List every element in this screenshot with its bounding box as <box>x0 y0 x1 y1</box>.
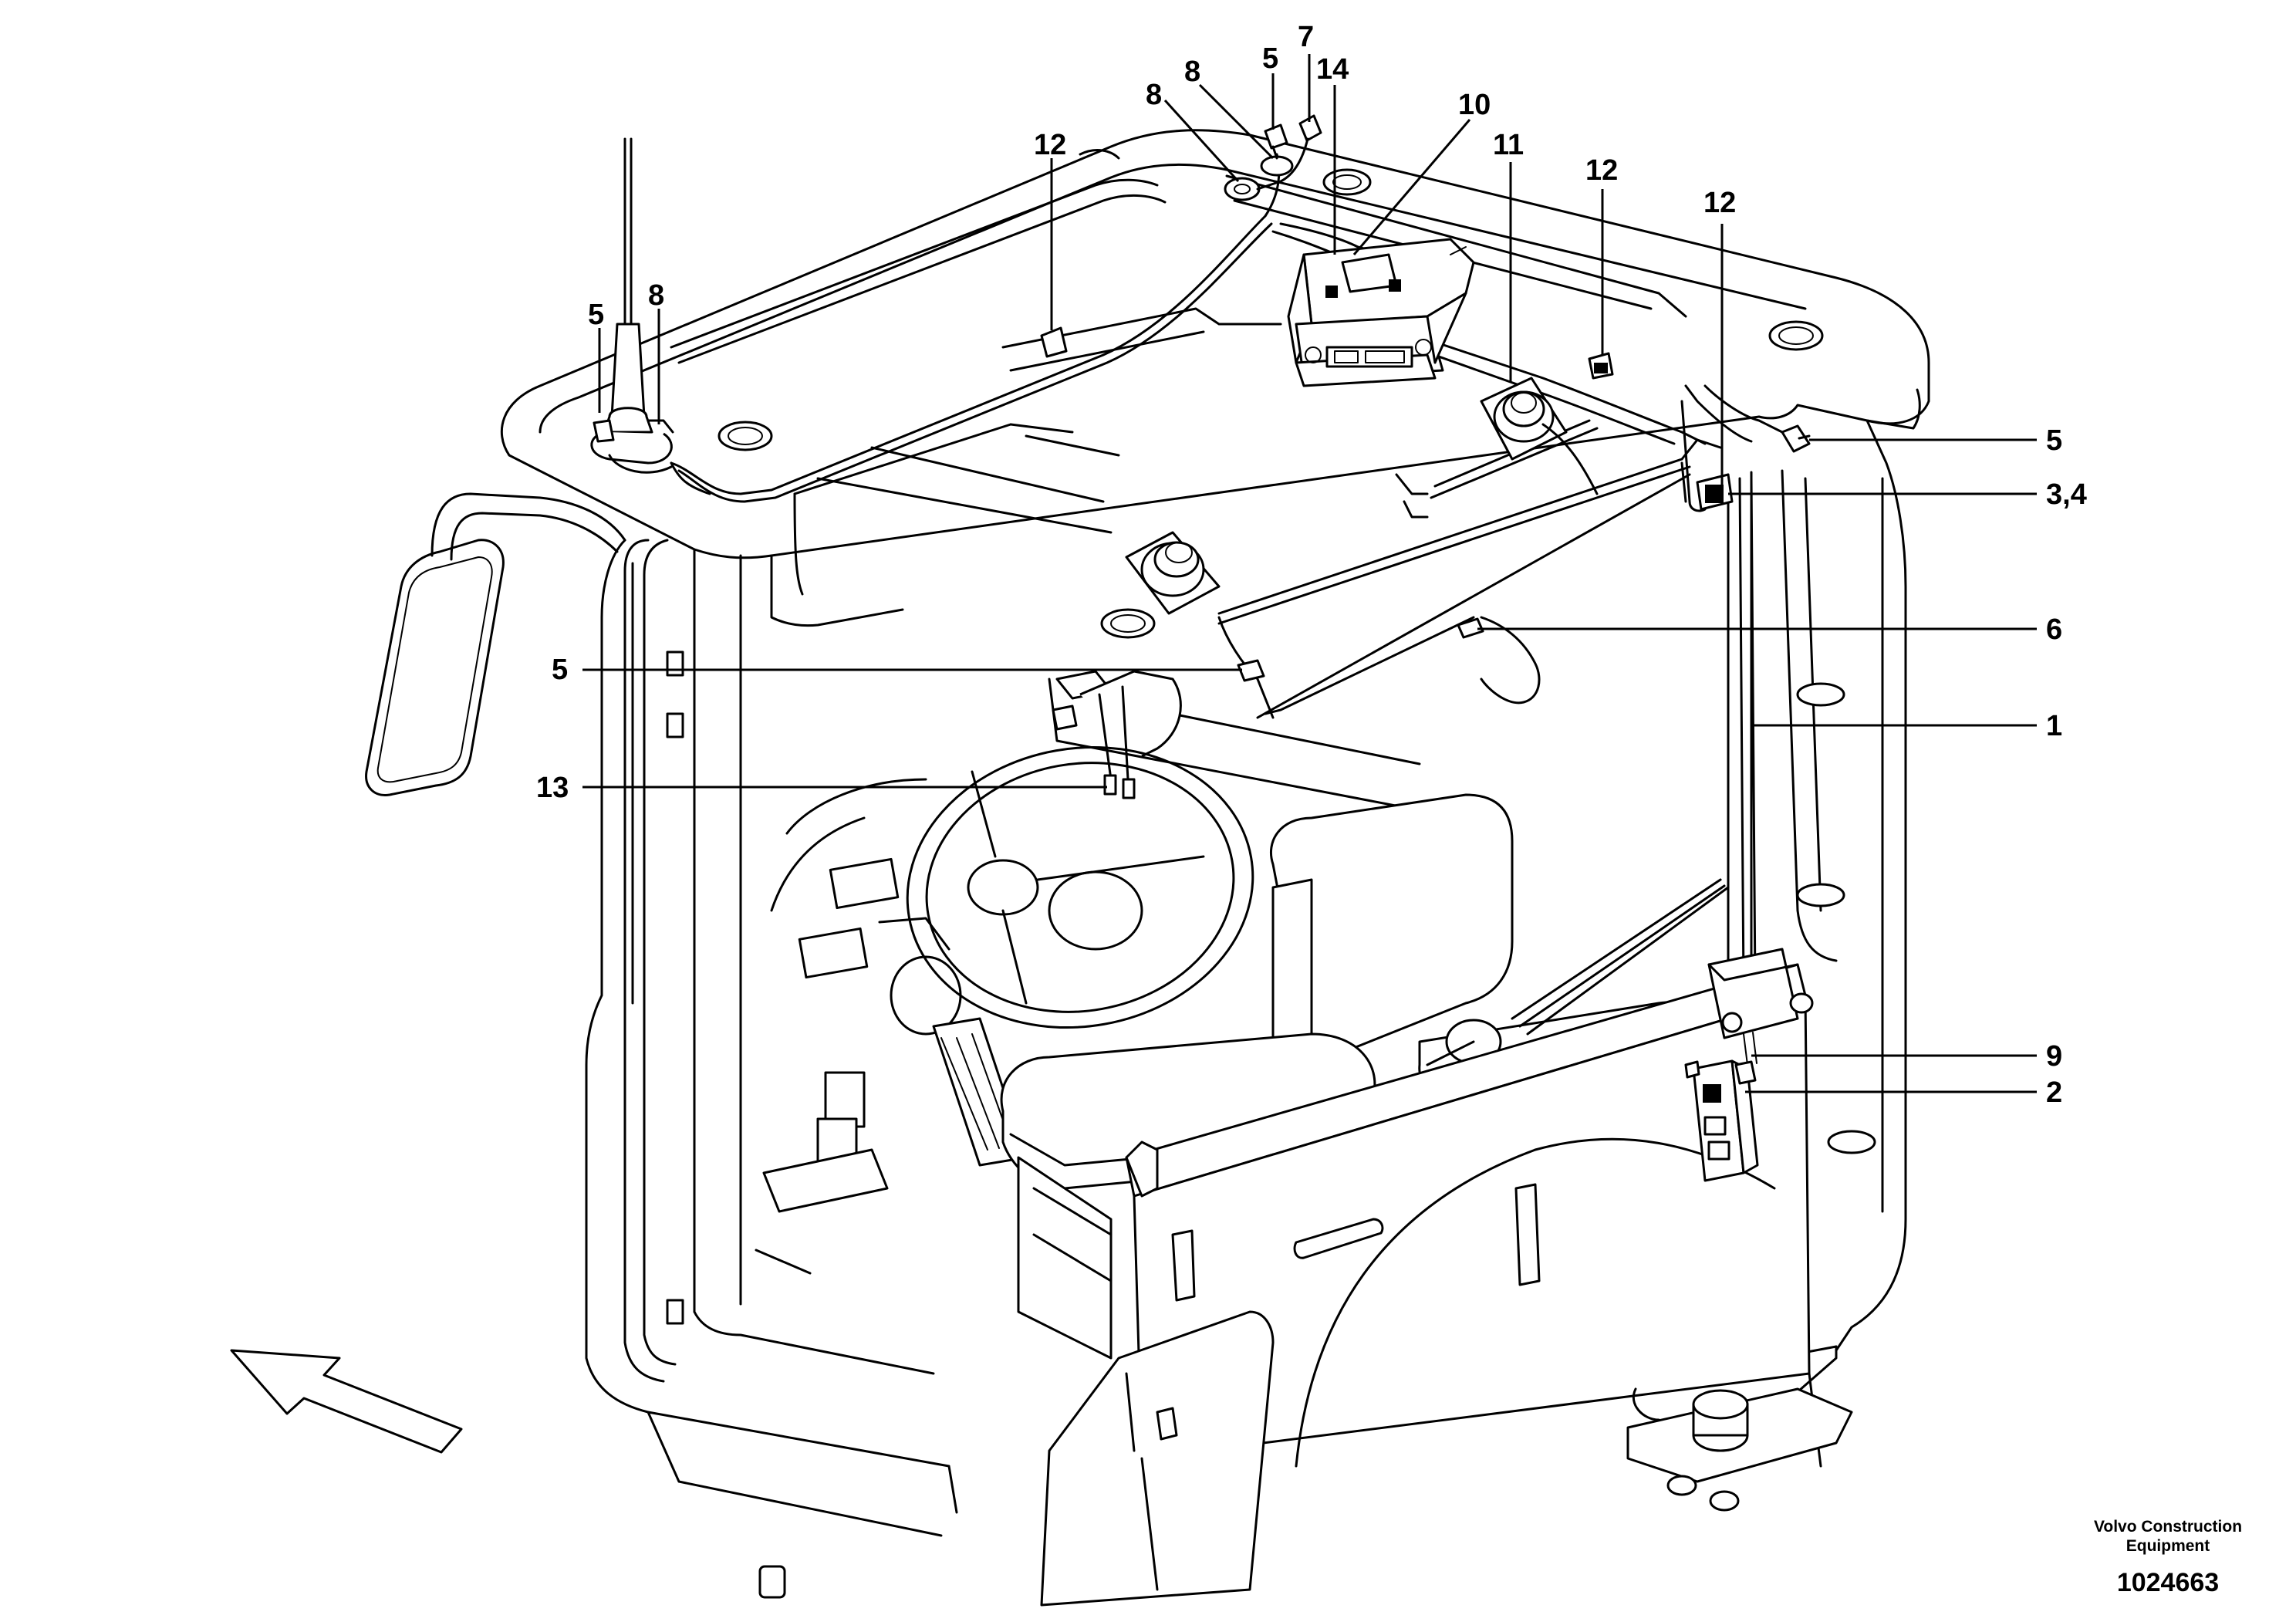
speaker-left <box>1125 531 1221 615</box>
callout-13: 13 <box>536 772 569 804</box>
callout-12-right: 12 <box>1703 187 1736 219</box>
microphone <box>1052 670 1182 799</box>
callout-5-antenna: 5 <box>588 299 604 331</box>
callout-9: 9 <box>2046 1040 2062 1073</box>
callout-10: 10 <box>1458 89 1491 121</box>
document-number: 1024663 <box>2117 1568 2219 1597</box>
speaker-right <box>1480 377 1599 495</box>
top-connectors <box>1040 114 1614 380</box>
right-console <box>1040 963 1853 1607</box>
branding: Volvo Construction Equipment 1024663 <box>2094 1518 2242 1597</box>
cab-frame <box>585 419 1907 1599</box>
callout-5-mid: 5 <box>552 654 568 686</box>
side-mirror <box>365 492 626 796</box>
callout-8-antenna: 8 <box>648 279 664 312</box>
callout-5-right: 5 <box>2046 424 2062 457</box>
callout-7: 7 <box>1298 21 1314 53</box>
callout-5-top: 5 <box>1262 42 1278 75</box>
brand-line-2: Equipment <box>2126 1537 2210 1555</box>
antenna <box>590 137 711 495</box>
callout-12-left: 12 <box>1034 129 1066 161</box>
leader-lines <box>582 54 2037 1093</box>
arrow-icon <box>230 1349 463 1454</box>
wiper <box>1511 878 1730 1036</box>
callouts: 5 8 12 8 8 5 7 14 10 11 12 12 5 3,4 6 5 … <box>536 21 2087 1109</box>
radio-unit <box>1287 238 1475 387</box>
control-unit-9 <box>1707 948 1814 1066</box>
callout-6: 6 <box>2046 613 2062 646</box>
callout-12-mid: 12 <box>1585 154 1618 187</box>
cable-harness <box>670 153 1811 989</box>
brand-line-1: Volvo Construction <box>2094 1518 2242 1536</box>
steering-area <box>755 745 1254 1275</box>
callout-8-top-left: 8 <box>1146 79 1162 111</box>
callout-14: 14 <box>1316 53 1349 86</box>
control-unit-2 <box>1684 1059 1759 1182</box>
callout-8-top-right: 8 <box>1184 56 1200 88</box>
callout-1: 1 <box>2046 710 2062 742</box>
callout-11: 11 <box>1493 129 1524 161</box>
callout-2: 2 <box>2046 1076 2062 1109</box>
callout-3-4: 3,4 <box>2046 478 2087 511</box>
